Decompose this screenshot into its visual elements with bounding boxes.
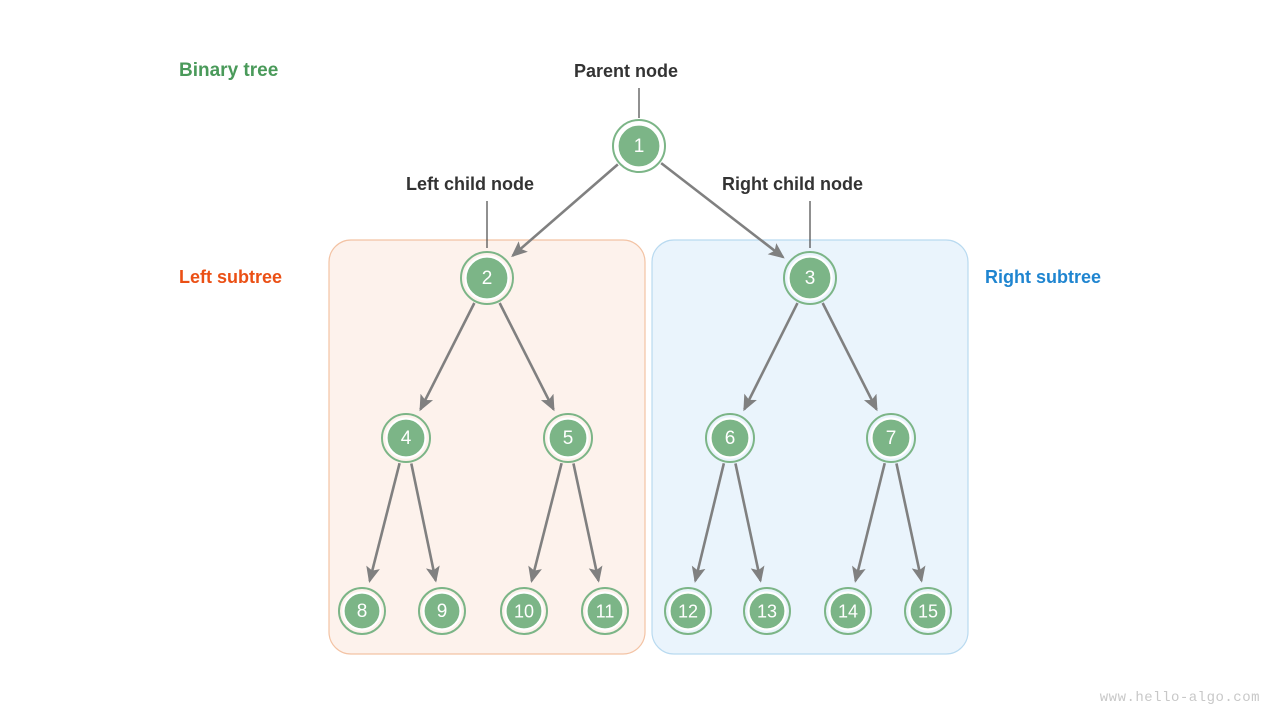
tree-node-14[interactable]: 14 bbox=[824, 587, 872, 635]
tree-node-12[interactable]: 12 bbox=[664, 587, 712, 635]
annotation-right-child-node: Right child node bbox=[722, 174, 863, 194]
node-outer-ring bbox=[904, 587, 952, 635]
tree-node-13[interactable]: 13 bbox=[743, 587, 791, 635]
node-value-label: 9 bbox=[437, 601, 448, 622]
node-circle bbox=[668, 591, 708, 631]
tree-node-5[interactable]: 5 bbox=[543, 413, 593, 463]
node-value-label: 3 bbox=[805, 268, 816, 289]
edge-n4-to-n8 bbox=[366, 462, 401, 583]
edge-n7-to-n15 bbox=[895, 463, 926, 583]
node-value-label: 13 bbox=[757, 602, 777, 622]
edge-n5-to-n10 bbox=[528, 462, 563, 583]
annotation-parent-node: Parent node bbox=[574, 61, 679, 81]
node-circle bbox=[547, 417, 589, 459]
node-outer-ring bbox=[664, 587, 712, 635]
tree-node-3[interactable]: 3 bbox=[783, 251, 837, 305]
annotation-left-child-node: Left child node bbox=[406, 174, 534, 194]
node-circle bbox=[616, 123, 662, 169]
node-outer-ring bbox=[500, 587, 548, 635]
node-circle bbox=[828, 591, 868, 631]
edge-n2-to-n5 bbox=[498, 302, 555, 412]
node-circle bbox=[870, 417, 912, 459]
node-circle bbox=[464, 255, 510, 301]
node-value-label: 12 bbox=[678, 602, 698, 622]
node-outer-ring bbox=[824, 587, 872, 635]
tree-node-4[interactable]: 4 bbox=[381, 413, 431, 463]
edge-n3-to-n6 bbox=[743, 302, 799, 412]
node-value-label: 11 bbox=[596, 602, 615, 622]
node-value-label: 2 bbox=[482, 268, 493, 289]
node-outer-ring bbox=[866, 413, 916, 463]
tree-node-7[interactable]: 7 bbox=[866, 413, 916, 463]
edge-n5-to-n11 bbox=[572, 463, 603, 583]
edge-n2-to-n4 bbox=[419, 302, 476, 412]
tree-edges bbox=[366, 162, 926, 583]
node-value-label: 14 bbox=[838, 602, 858, 622]
tree-node-9[interactable]: 9 bbox=[418, 587, 466, 635]
tree-node-10[interactable]: 10 bbox=[500, 587, 548, 635]
node-value-label: 4 bbox=[401, 428, 412, 449]
watermark: www.hello-algo.com bbox=[1099, 690, 1260, 706]
node-circle bbox=[422, 591, 462, 631]
tree-node-2[interactable]: 2 bbox=[460, 251, 514, 305]
node-outer-ring bbox=[612, 119, 666, 173]
node-outer-ring bbox=[581, 587, 629, 635]
edge-n6-to-n13 bbox=[734, 463, 765, 583]
edge-n7-to-n14 bbox=[852, 462, 886, 583]
node-circle bbox=[787, 255, 833, 301]
node-value-label: 5 bbox=[563, 428, 574, 449]
node-circle bbox=[709, 417, 751, 459]
node-value-label: 7 bbox=[886, 428, 897, 449]
node-outer-ring bbox=[338, 587, 386, 635]
edge-n1-to-n2 bbox=[511, 163, 619, 258]
node-outer-ring bbox=[381, 413, 431, 463]
node-circle bbox=[385, 417, 427, 459]
tree-node-15[interactable]: 15 bbox=[904, 587, 952, 635]
node-value-label: 8 bbox=[357, 601, 368, 622]
node-outer-ring bbox=[705, 413, 755, 463]
node-outer-ring bbox=[783, 251, 837, 305]
edge-n3-to-n7 bbox=[821, 302, 878, 412]
node-circle bbox=[908, 591, 948, 631]
node-value-label: 1 bbox=[634, 136, 645, 157]
diagram-title: Binary tree bbox=[179, 60, 279, 81]
node-value-label: 6 bbox=[725, 428, 736, 449]
node-outer-ring bbox=[460, 251, 514, 305]
tree-node-6[interactable]: 6 bbox=[705, 413, 755, 463]
node-outer-ring bbox=[543, 413, 593, 463]
node-outer-ring bbox=[743, 587, 791, 635]
edge-n6-to-n12 bbox=[691, 462, 726, 583]
edge-n4-to-n9 bbox=[410, 463, 440, 583]
node-value-label: 15 bbox=[918, 602, 938, 622]
node-circle bbox=[504, 591, 544, 631]
node-circle bbox=[585, 591, 625, 631]
tree-node-1[interactable]: 1 bbox=[612, 119, 666, 173]
annotation-right-subtree: Right subtree bbox=[985, 267, 1102, 287]
edge-n1-to-n3 bbox=[660, 162, 785, 259]
annotation-left-subtree: Left subtree bbox=[179, 267, 283, 287]
node-circle bbox=[747, 591, 787, 631]
node-outer-ring bbox=[418, 587, 466, 635]
node-circle bbox=[342, 591, 382, 631]
tree-node-11[interactable]: 11 bbox=[581, 587, 629, 635]
tree-node-8[interactable]: 8 bbox=[338, 587, 386, 635]
annotation-leader-lines bbox=[486, 88, 811, 248]
node-value-label: 10 bbox=[514, 602, 534, 622]
subtree-regions bbox=[328, 239, 969, 655]
